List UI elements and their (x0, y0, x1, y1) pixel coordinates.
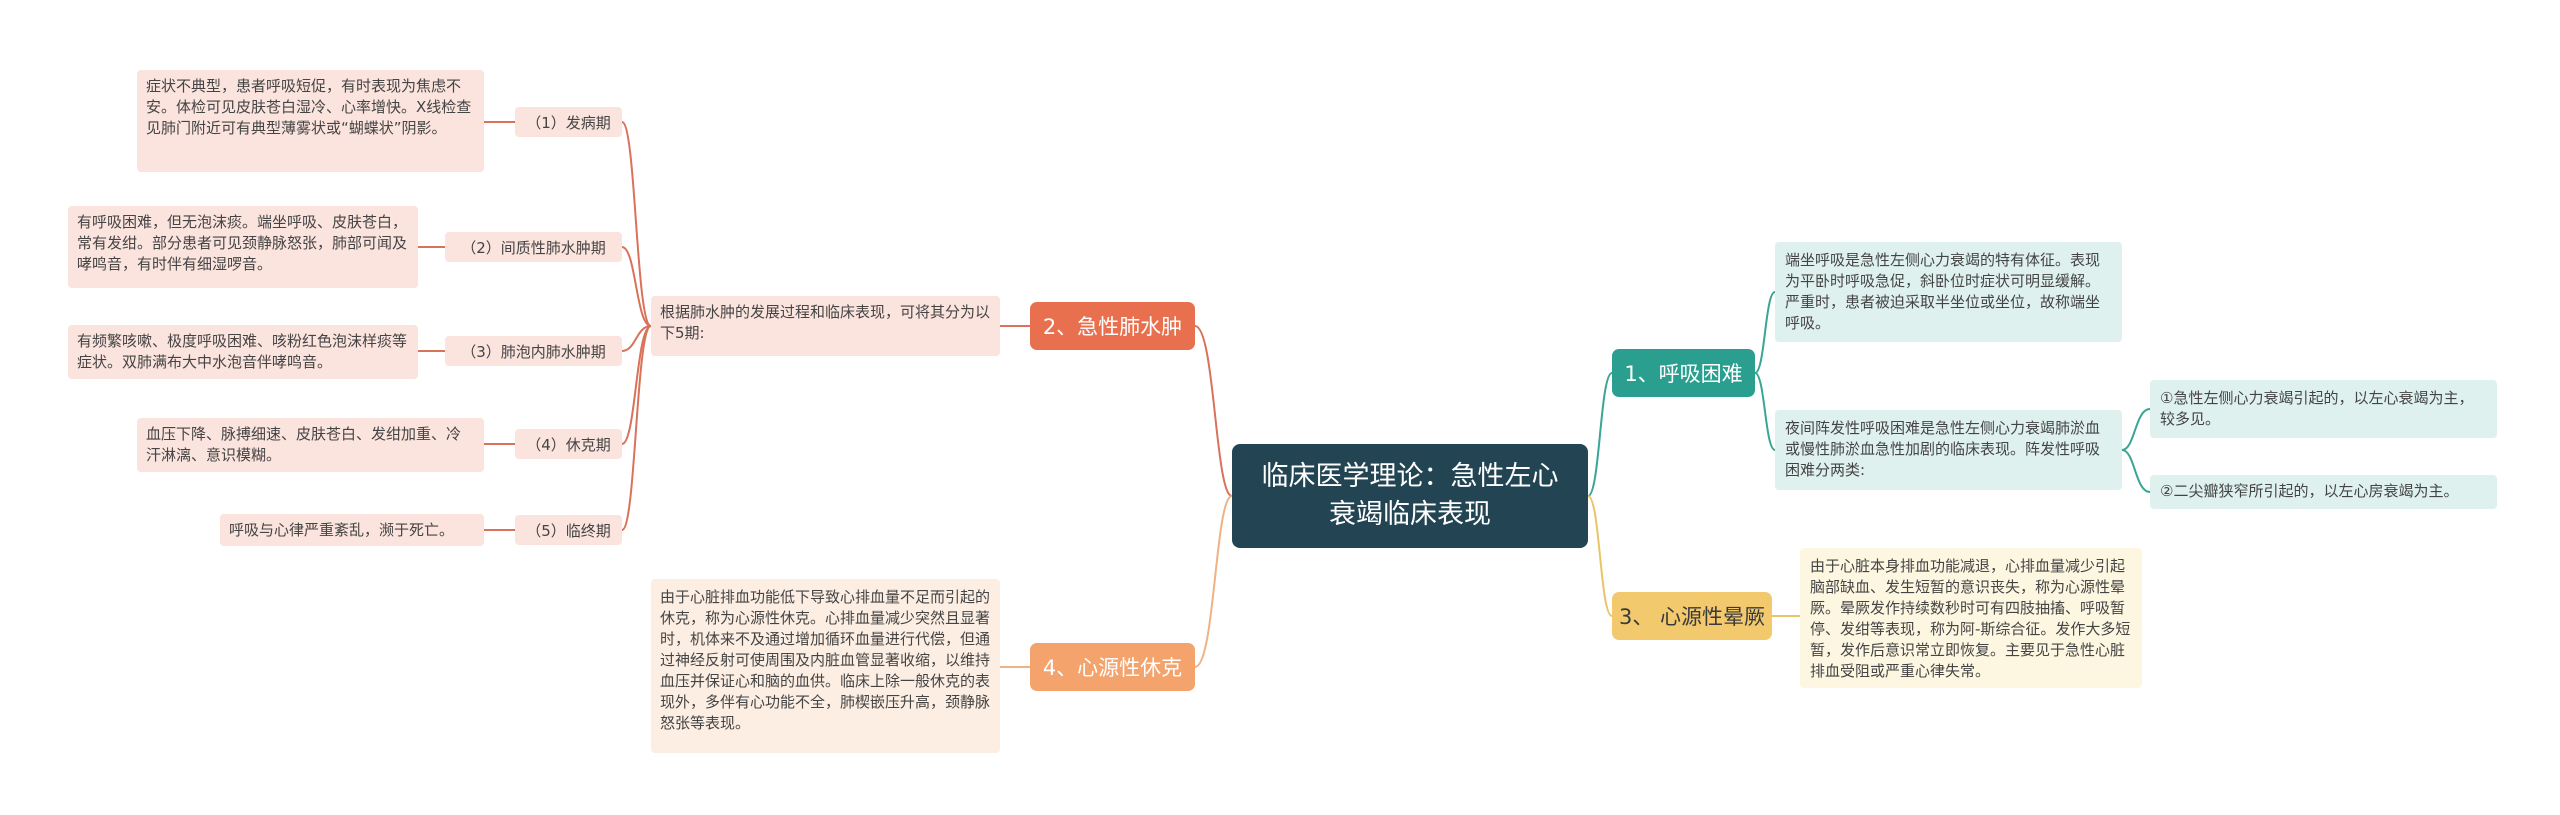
connector-intro-stage1 (621, 121, 652, 327)
stage-alveolar-detail[interactable]: 有频繁咳嗽、极度呼吸困难、咳粉红色泡沫样痰等症状。双肺满布大中水泡音伴哮鸣音。 (68, 325, 418, 379)
stage-alveolar-label[interactable]: （3）肺泡内肺水肿期 (445, 336, 622, 366)
connector-dyspnea-paroxysmal (1754, 372, 1776, 451)
orthopnea-text[interactable]: 端坐呼吸是急性左侧心力衰竭的特有体征。表现为平卧时呼吸急促，斜卧位时症状可明显缓… (1775, 242, 2122, 342)
stage-shock-detail[interactable]: 血压下降、脉搏细速、皮肤苍白、发绀加重、冷汗淋漓、意识模糊。 (137, 418, 484, 472)
stage-shock-label[interactable]: （4）休克期 (515, 429, 622, 459)
stage-interstitial-label[interactable]: （2）间质性肺水肿期 (445, 232, 622, 262)
branch-acute-pulmonary-edema[interactable]: 2、急性肺水肿 (1030, 302, 1195, 350)
stage-terminal-label[interactable]: （5）临终期 (515, 515, 622, 545)
connector-root-shock (1194, 495, 1233, 668)
connector-root-edema (1194, 325, 1233, 497)
paroxysmal-dyspnea-text[interactable]: 夜间阵发性呼吸困难是急性左侧心力衰竭肺淤血或慢性肺淤血急性加剧的临床表现。阵发性… (1775, 410, 2122, 490)
connector-intro-stage5 (621, 325, 652, 531)
connector-root-dyspnea (1587, 372, 1613, 497)
stage-onset-label[interactable]: （1）发病期 (515, 107, 622, 137)
root-topic[interactable]: 临床医学理论：急性左心衰竭临床表现 (1232, 444, 1588, 548)
branch-cardiogenic-syncope[interactable]: 3、 心源性晕厥 (1612, 592, 1772, 640)
dyspnea-type-mitral-stenosis[interactable]: ②二尖瓣狭窄所引起的，以左心房衰竭为主。 (2150, 475, 2497, 509)
stage-onset-detail[interactable]: 症状不典型，患者呼吸短促，有时表现为焦虑不安。体检可见皮肤苍白湿冷、心率增快。X… (137, 70, 484, 172)
branch-cardiogenic-shock[interactable]: 4、心源性休克 (1030, 643, 1195, 691)
dyspnea-type-left-heart[interactable]: ①急性左侧心力衰竭引起的，以左心衰竭为主，较多见。 (2150, 380, 2497, 438)
syncope-detail-text[interactable]: 由于心脏本身排血功能减退，心排血量减少引起脑部缺血、发生短暂的意识丧失，称为心源… (1800, 548, 2142, 688)
connector-root-syncope (1587, 495, 1613, 617)
branch-dyspnea[interactable]: 1、呼吸困难 (1612, 349, 1755, 397)
connector-intro-stage2 (621, 246, 652, 327)
connector-paroxysmal-type1 (2121, 408, 2151, 451)
connector-paroxysmal-type2 (2121, 449, 2151, 493)
stage-interstitial-detail[interactable]: 有呼吸困难，但无泡沫痰。端坐呼吸、皮肤苍白，常有发绀。部分患者可见颈静脉怒张，肺… (68, 206, 418, 288)
stage-terminal-detail[interactable]: 呼吸与心律严重紊乱，濒于死亡。 (220, 514, 484, 546)
connector-dyspnea-orthopnea (1754, 291, 1776, 374)
edema-intro-text[interactable]: 根据肺水肿的发展过程和临床表现，可将其分为以下5期: (651, 296, 1000, 356)
shock-detail-text[interactable]: 由于心脏排血功能低下导致心排血量不足而引起的休克，称为心源性休克。心排血量减少突… (651, 579, 1000, 753)
connector-intro-stage3 (621, 325, 652, 352)
